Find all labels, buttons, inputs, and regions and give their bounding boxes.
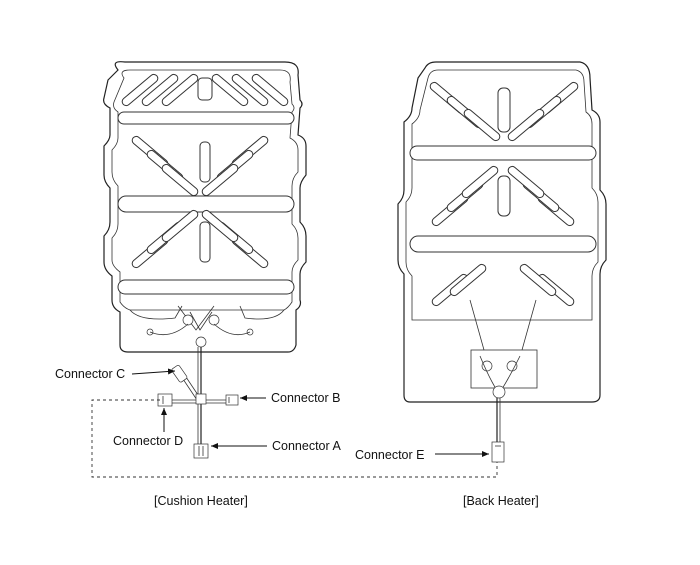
back-harness — [496, 398, 501, 444]
dashed-link — [91, 399, 498, 478]
connector-a-label: Connector A — [272, 439, 341, 453]
cushion-heater-pad — [103, 61, 307, 353]
back-heater-caption: [Back Heater] — [463, 494, 539, 508]
connector-e-label: Connector E — [355, 448, 424, 462]
connector-d-plug — [157, 393, 173, 407]
connector-d-label: Connector D — [113, 434, 183, 448]
back-heater-pad — [397, 61, 607, 403]
connector-e-plug — [491, 441, 505, 463]
connector-c-label: Connector C — [55, 367, 125, 381]
cushion-harness — [168, 347, 232, 446]
connector-a-plug — [193, 443, 209, 459]
connector-b-plug — [225, 394, 239, 406]
connector-c-arrow — [131, 368, 176, 375]
connector-b-label: Connector B — [271, 391, 340, 405]
cushion-heater-caption: [Cushion Heater] — [154, 494, 248, 508]
connector-c-plug — [171, 365, 188, 383]
